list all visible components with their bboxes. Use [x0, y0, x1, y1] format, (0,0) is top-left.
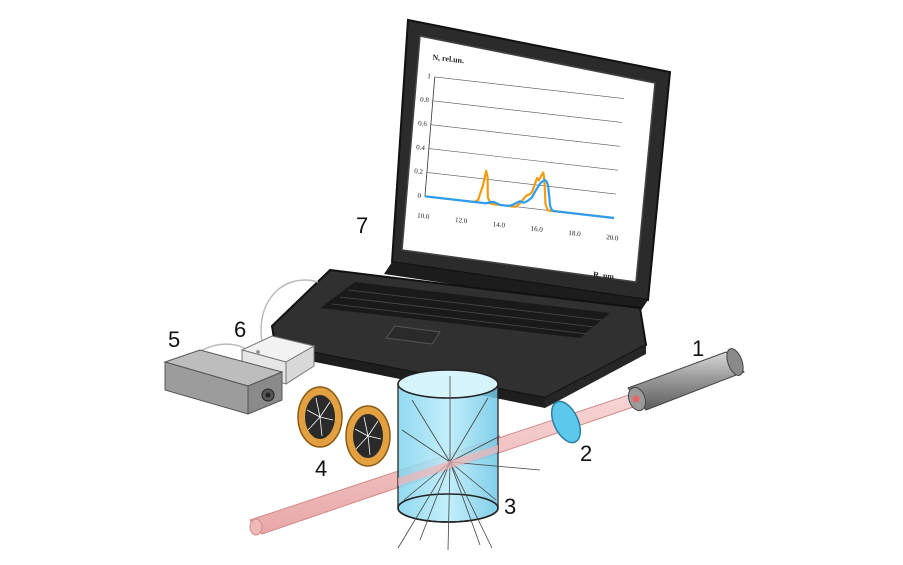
- x-tick-label: 18.0: [568, 229, 581, 238]
- chart-ylabel: N, rel.un.: [432, 53, 464, 66]
- x-tick-label: 16.0: [530, 225, 543, 234]
- lens-1: [297, 386, 343, 448]
- laptop-keyboard: [320, 282, 610, 338]
- label-lenses: 4: [315, 456, 327, 481]
- gridline: [430, 124, 620, 147]
- y-tick-label: 0.2: [414, 167, 424, 176]
- laptop: [270, 18, 672, 408]
- label-laptop: 7: [356, 213, 368, 238]
- series-line-1: [424, 169, 615, 220]
- chart-axes: [424, 76, 436, 197]
- y-axis: [424, 76, 436, 197]
- gridline: [434, 76, 624, 99]
- keyboard-keys: [331, 289, 603, 335]
- label-polarizer: 2: [580, 441, 592, 466]
- label-laser: 1: [692, 336, 704, 361]
- chart-y-ticks: 0 0.2 0.4 0.6 0.8 1: [414, 72, 432, 200]
- y-tick-label: 0.6: [418, 119, 428, 128]
- x-tick-label: 20.0: [606, 233, 619, 242]
- laser: [627, 348, 745, 412]
- cuvette: [397, 369, 541, 551]
- chart-series: [424, 169, 615, 220]
- lens-2: [345, 405, 391, 467]
- scattering-rays: [397, 376, 541, 551]
- y-tick-label: 0: [417, 191, 422, 199]
- polarizer: [550, 400, 582, 444]
- label-cuvette: 3: [504, 494, 516, 519]
- chart-x-ticks: 10.0 12.0 14.0 16.0 18.0 20.0: [417, 212, 619, 243]
- laptop-screen: [401, 35, 656, 283]
- y-tick-label: 1: [427, 72, 432, 80]
- label-detector: 5: [168, 327, 180, 352]
- chart-xlabel: R, nm: [593, 270, 615, 281]
- gridline: [432, 100, 622, 123]
- gridline: [426, 172, 616, 195]
- laptop-touchpad: [385, 325, 441, 345]
- laptop-hinge: [384, 262, 648, 312]
- y-tick-label: 0.8: [420, 95, 430, 104]
- series-line-2: [424, 178, 615, 220]
- label-adc: 6: [234, 317, 246, 342]
- photodetector: [163, 349, 284, 415]
- gridline: [428, 148, 618, 171]
- x-tick-label: 10.0: [417, 212, 430, 221]
- x-tick-label: 14.0: [492, 220, 505, 229]
- y-tick-label: 0.4: [416, 143, 426, 152]
- x-tick-label: 12.0: [455, 216, 468, 225]
- usb-cable: [260, 279, 319, 343]
